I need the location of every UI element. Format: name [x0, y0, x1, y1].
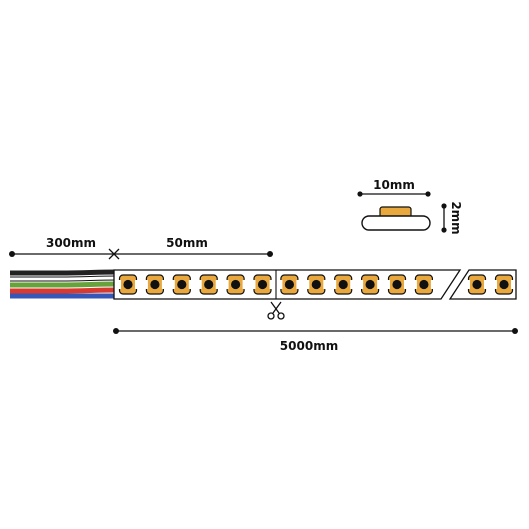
- led-notch-right-1: [161, 280, 165, 289]
- led-notch-left-8: [333, 280, 337, 289]
- led-chip: [467, 274, 487, 295]
- led-dot-1: [150, 279, 160, 290]
- led-chip: [144, 274, 165, 295]
- led-dot-4: [231, 279, 241, 290]
- led-notch-left-4: [225, 280, 229, 289]
- total-length-dimension-start: [113, 328, 119, 334]
- led-notch-right-13: [511, 280, 514, 289]
- led-notch-left-11: [413, 280, 417, 289]
- led-notch-left-1: [144, 280, 148, 289]
- led-notch-left-12: [467, 280, 470, 289]
- total-length-dimension-end: [512, 328, 518, 334]
- led-notch-left-5: [252, 280, 256, 289]
- wire-0: [10, 269, 119, 276]
- led-notch-left-13: [494, 280, 497, 289]
- profile-width-dimension-start: [357, 191, 363, 197]
- led-chip: [387, 274, 407, 295]
- led-strip: [113, 269, 517, 300]
- led-chip: [306, 274, 327, 295]
- led-notch-right-3: [215, 280, 219, 289]
- scissors-icon: [267, 301, 285, 320]
- profile-height-dimension-start: [441, 203, 447, 209]
- led-notch-right-9: [377, 280, 381, 289]
- led-notch-left-0: [118, 280, 121, 289]
- led-chip: [494, 274, 514, 295]
- wire-1-fill: [10, 276, 119, 281]
- led-notch-left-10: [387, 280, 390, 289]
- led-dot-13: [499, 279, 509, 290]
- wire-2: [10, 281, 119, 288]
- led-chips: [118, 274, 514, 295]
- profile-height-dimension-end: [441, 227, 447, 233]
- lead-wires: [10, 269, 119, 299]
- led-dot-6: [284, 279, 294, 290]
- led-dot-9: [365, 279, 375, 290]
- led-dot-8: [338, 279, 348, 290]
- led-chip: [360, 274, 381, 295]
- led-notch-right-0: [135, 280, 138, 289]
- profile-height-label: 2mm: [449, 201, 463, 234]
- profile-width-dimension-end: [425, 191, 431, 197]
- led-dot-11: [419, 279, 429, 290]
- cut-interval-label: 50mm: [166, 236, 208, 250]
- led-notch-left-9: [360, 280, 364, 289]
- led-dot-7: [311, 279, 321, 290]
- profile-cross-section: 10mm 2mm: [357, 178, 463, 235]
- lead-dimension-start: [9, 251, 15, 257]
- led-chip: [118, 274, 138, 295]
- total-length-label: 5000mm: [280, 339, 338, 353]
- led-chip: [225, 274, 246, 295]
- lead-strip-junction-cross-icon: [108, 248, 120, 260]
- led-dot-0: [123, 279, 133, 290]
- led-notch-left-2: [171, 280, 175, 289]
- led-notch-left-7: [306, 280, 310, 289]
- led-chip: [413, 274, 434, 295]
- led-dot-5: [257, 279, 268, 290]
- lead-and-cut-dimension: 300mm 50mm: [9, 236, 273, 260]
- lead-length-label: 300mm: [46, 236, 96, 250]
- led-notch-right-4: [242, 280, 246, 289]
- led-notch-left-6: [279, 280, 283, 289]
- led-notch-right-5: [269, 280, 273, 289]
- led-notch-left-3: [198, 280, 202, 289]
- led-chip: [171, 274, 192, 295]
- led-dot-12: [472, 279, 482, 290]
- profile-pcb-body: [361, 215, 431, 231]
- wire-3: [10, 287, 119, 294]
- led-notch-right-12: [484, 280, 487, 289]
- led-notch-right-6: [296, 280, 300, 289]
- led-chip: [333, 274, 354, 295]
- led-dot-3: [204, 279, 214, 290]
- led-chip: [252, 274, 273, 295]
- led-notch-right-7: [323, 280, 327, 289]
- led-notch-right-8: [350, 280, 354, 289]
- profile-width-label: 10mm: [373, 178, 415, 192]
- total-length-dimension: 5000mm: [113, 328, 518, 353]
- cut-dimension-end: [267, 251, 273, 257]
- led-notch-right-11: [430, 280, 434, 289]
- led-notch-right-2: [188, 280, 192, 289]
- led-chip: [279, 274, 300, 295]
- led-chip: [198, 274, 219, 295]
- led-dot-2: [177, 279, 187, 290]
- led-dot-10: [392, 279, 402, 290]
- led-notch-right-10: [404, 280, 407, 289]
